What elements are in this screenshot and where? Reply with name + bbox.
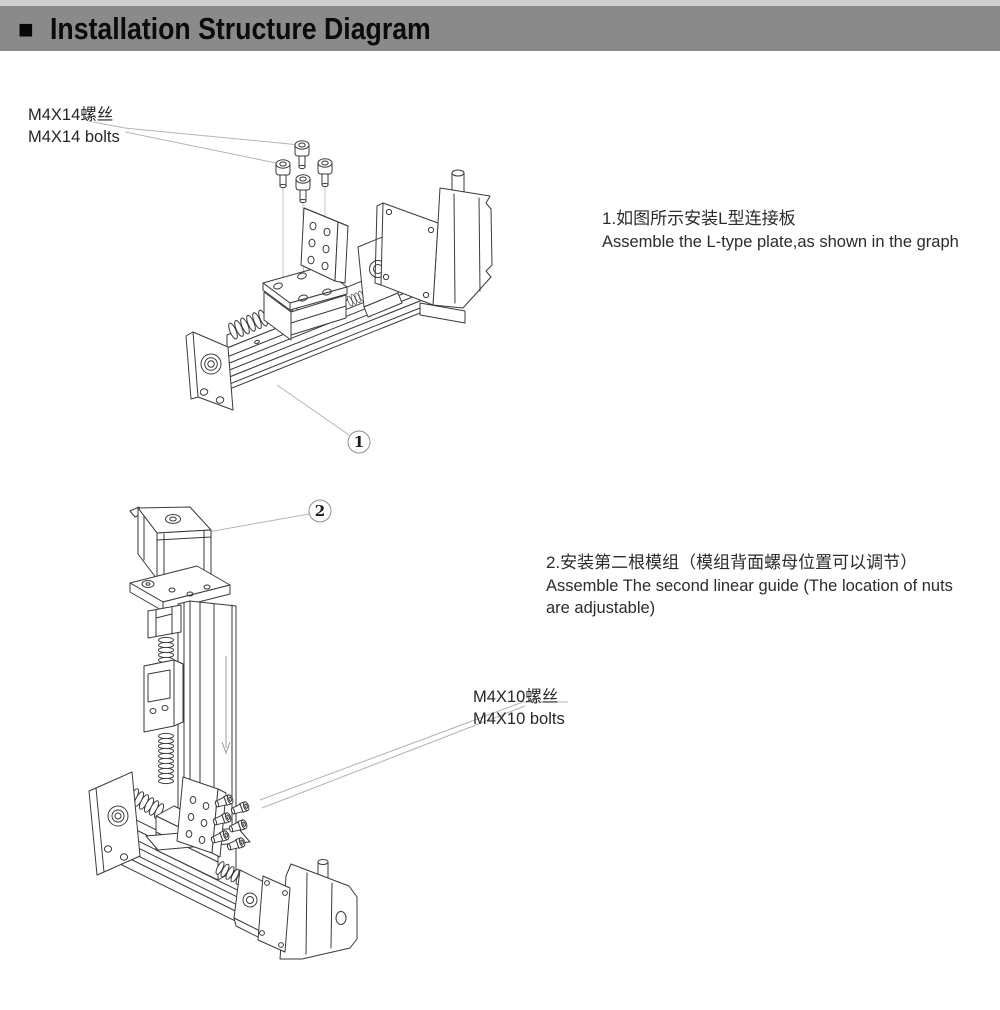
horizontal-module-motor-flange [257,875,291,953]
step1-instruction: 1.如图所示安装L型连接板 Assemble the L-type plate,… [602,207,959,253]
step2-text-zh: 2.安装第二根模组（模组背面螺母位置可以调节） [546,553,918,572]
header-bar: ■ Installation Structure Diagram [0,6,1000,51]
assembly-diagram-step2: 2 [88,499,568,960]
m4x10-leader-lines [259,701,568,809]
end-plate [185,331,234,411]
m4x14-bolt-icons [275,140,333,204]
stepper-motor-body [432,187,493,309]
window-top-strip [0,0,1000,6]
step2-instruction: 2.安装第二根模组（模组背面螺母位置可以调节） Assemble The sec… [546,551,978,619]
vertical-carriage-block [143,659,184,733]
m4x10-bolts-label: M4X10螺丝 M4X10 bolts [473,686,565,730]
m4x10-label-zh: M4X10螺丝 [473,688,559,706]
motor-mount-plate [129,565,231,612]
step2-text-en: Assemble The second linear guide (The lo… [546,577,953,617]
vertical-lead-screw-coil [158,636,174,785]
down-arrow-icon [221,656,231,755]
motor-mount-block [419,302,466,324]
horizontal-end-plate [88,771,141,876]
m4x14-label-zh: M4X14螺丝 [28,106,114,124]
m4x14-bolts-label: M4X14螺丝 M4X14 bolts [28,104,120,148]
balloon-2: 2 [207,499,332,533]
balloon-1: 1 [276,384,371,454]
balloon-2-number: 2 [315,502,325,520]
step1-text-zh: 1.如图所示安装L型连接板 [602,209,796,228]
page-title: Installation Structure Diagram [49,10,431,46]
m4x10-label-en: M4X10 bolts [473,710,565,728]
m4x14-label-en: M4X14 bolts [28,128,120,146]
step1-text-en: Assemble the L-type plate,as shown in th… [602,233,959,251]
black-square-bullet-icon: ■ [18,13,34,44]
l-bracket-vertical-plate [300,207,349,284]
carriage-block [263,291,347,341]
balloon-1-number: 1 [354,433,364,451]
m4x14-leader-lines [92,121,301,165]
horizontal-module-motor-body [279,863,358,960]
assembly-diagram-step1: 1 [92,121,493,454]
vertical-top-bearing-block [147,604,182,639]
